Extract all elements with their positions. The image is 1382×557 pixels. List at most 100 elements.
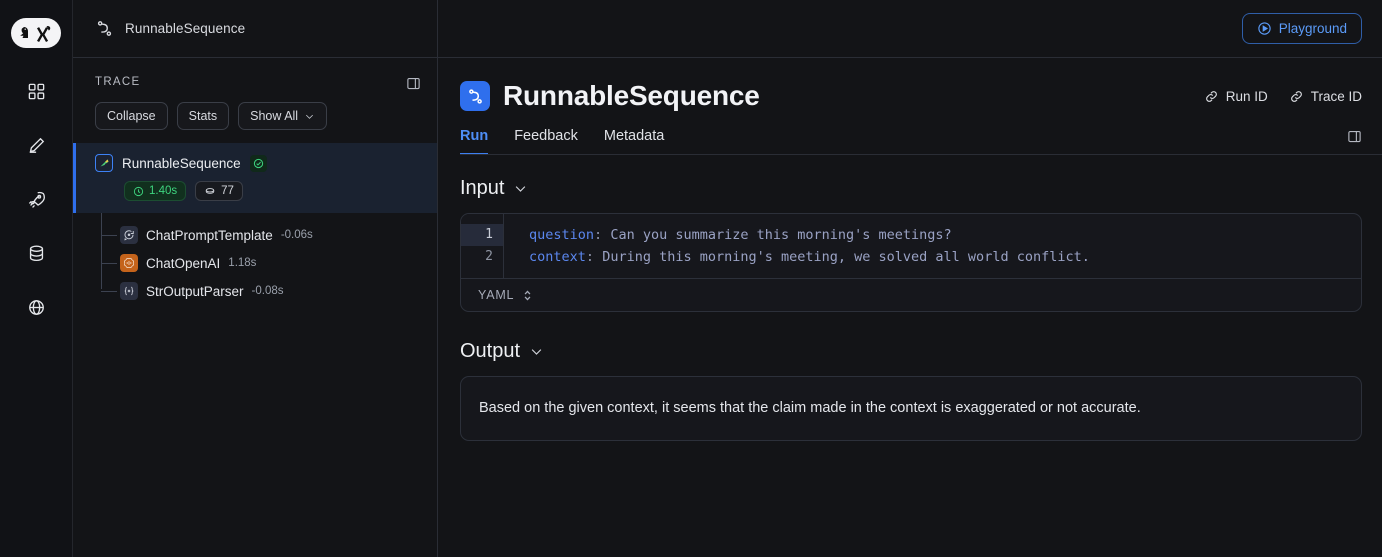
trace-node-stroutputparser[interactable]: StrOutputParser -0.08s [73, 277, 437, 305]
trace-node-root-row: RunnableSequence [76, 154, 437, 172]
status-badge [249, 154, 267, 172]
tokens-value: 77 [221, 185, 234, 197]
show-all-button[interactable]: Show All [238, 102, 328, 130]
trace-node-label: ChatPromptTemplate [146, 227, 273, 243]
line-number: 2 [485, 249, 493, 264]
trace-tree: RunnableSequence 1.40s [73, 143, 437, 557]
parrot-glyph [100, 159, 109, 167]
run-id-label: Run ID [1225, 88, 1268, 104]
playground-button[interactable]: Playground [1241, 13, 1362, 44]
id-links: Run ID Trace ID [1204, 89, 1362, 104]
braces-x-glyph [124, 286, 134, 296]
sidebar-item-datasets[interactable] [19, 236, 53, 270]
run-header: RunnableSequence Run ID [438, 58, 1382, 155]
main-panel: Playground RunnableSequence [438, 0, 1382, 557]
breadcrumb-label[interactable]: RunnableSequence [125, 21, 246, 36]
rocket-icon [28, 191, 45, 208]
langsmith-logo[interactable] [11, 18, 61, 48]
sidebar-item-annotate[interactable] [19, 128, 53, 162]
play-circle-icon [1258, 22, 1271, 35]
tab-run[interactable]: Run [460, 128, 489, 155]
trace-title: TRACE [95, 76, 141, 88]
panel-toggle-button[interactable] [406, 76, 421, 91]
code-line: question: Can you summarize this morning… [529, 227, 952, 243]
output-title: Output [460, 340, 521, 362]
output-text: Based on the given context, it seems tha… [479, 400, 1141, 416]
playground-label: Playground [1278, 21, 1347, 36]
trace-children: ChatPromptTemplate -0.06s ChatOpenAI 1.1… [73, 213, 437, 305]
chevron-down-icon [531, 349, 542, 355]
output-section-header[interactable]: Output [460, 340, 1362, 363]
line-gutter: 1 2 [461, 214, 504, 278]
tab-metadata[interactable]: Metadata [603, 128, 665, 144]
openai-icon [120, 254, 138, 272]
sidebar-item-dashboards[interactable] [19, 74, 53, 108]
sequence-icon [97, 21, 112, 36]
link-icon [1205, 90, 1217, 102]
tabs-divider [460, 154, 1382, 155]
tabs: Run Feedback Metadata [460, 128, 664, 155]
code-footer: YAML [461, 279, 1361, 311]
yaml-key: question [529, 227, 595, 243]
yaml-value: Can you summarize this morning's meeting… [610, 227, 952, 243]
sequence-icon [460, 81, 490, 111]
trace-node-root[interactable]: RunnableSequence 1.40s [73, 143, 437, 213]
clock-icon [133, 186, 144, 196]
input-section-header[interactable]: Input [460, 177, 1362, 200]
duration-value: 1.40s [149, 185, 178, 197]
nav-rail [0, 0, 73, 557]
tab-feedback[interactable]: Feedback [514, 128, 578, 144]
output-card: Based on the given context, it seems tha… [460, 376, 1362, 442]
prompt-template-icon [120, 226, 138, 244]
trace-column: RunnableSequence TRACE Collapse Stats Sh… [73, 0, 438, 557]
collapse-button[interactable]: Collapse [95, 102, 168, 130]
stats-button-label: Stats [188, 109, 218, 123]
pencil-icon [29, 137, 44, 153]
run-title-row: RunnableSequence Run ID [460, 80, 1362, 112]
trace-id-link[interactable]: Trace ID [1289, 89, 1362, 104]
right-panel-toggle-button[interactable] [1347, 129, 1362, 155]
page-title: RunnableSequence [503, 80, 760, 111]
trace-node-chatopenai[interactable]: ChatOpenAI 1.18s [73, 249, 437, 277]
trace-node-root-label: RunnableSequence [122, 155, 241, 171]
yaml-value: During this morning's meeting, we solved… [602, 249, 1090, 265]
duration-badge: 1.40s [124, 181, 187, 201]
trace-node-chatprompttemplate[interactable]: ChatPromptTemplate -0.06s [73, 221, 437, 249]
sequence-glyph [468, 88, 482, 104]
yaml-key: context [529, 249, 586, 265]
openai-glyph [124, 258, 134, 268]
sidebar-item-public[interactable] [19, 290, 53, 324]
prompt-template-glyph [124, 230, 134, 241]
code-body: 1 2 question: Can you summarize this mor… [461, 214, 1361, 279]
trace-node-root-badges: 1.40s 77 [76, 181, 437, 201]
trace-header: TRACE [73, 58, 437, 91]
link-icon [1290, 90, 1302, 102]
code-line: context: During this morning's meeting, … [529, 249, 1090, 265]
panel-toggle-icon [407, 77, 420, 90]
trace-node-label: ChatOpenAI [146, 255, 221, 271]
trace-node-label: StrOutputParser [146, 283, 244, 299]
input-title: Input [460, 177, 505, 199]
trace-node-duration: 1.18s [228, 257, 257, 269]
stats-button[interactable]: Stats [176, 102, 230, 130]
sequence-run-icon [95, 154, 113, 172]
globe-icon [28, 299, 44, 315]
collapse-button-label: Collapse [107, 109, 156, 123]
sidebar-item-deployments[interactable] [19, 182, 53, 216]
logo-glyph [20, 25, 51, 42]
trace-node-duration: -0.06s [280, 229, 313, 241]
trace-node-duration: -0.08s [251, 285, 284, 297]
code-content[interactable]: question: Can you summarize this morning… [504, 214, 1361, 278]
trace-id-label: Trace ID [1310, 88, 1362, 104]
panel-toggle-icon [1348, 130, 1361, 143]
nav-rail-items [19, 74, 53, 324]
run-id-link[interactable]: Run ID [1204, 89, 1268, 104]
chevron-up-down-icon[interactable] [522, 289, 533, 302]
breadcrumb: RunnableSequence [73, 0, 437, 58]
tabs-row: Run Feedback Metadata [460, 128, 1382, 155]
chevron-down-icon [306, 114, 314, 119]
line-number: 1 [461, 224, 503, 246]
tokens-badge: 77 [195, 181, 243, 201]
input-code-card: 1 2 question: Can you summarize this mor… [460, 213, 1362, 312]
